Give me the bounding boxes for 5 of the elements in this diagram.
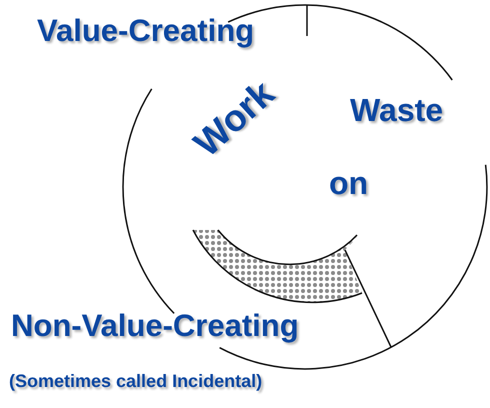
segment-label: on — [329, 167, 368, 199]
note-text: (Sometimes called Incidental) — [9, 372, 262, 390]
segment-label: Waste — [350, 94, 444, 126]
segment-label: Value-Creating — [37, 15, 254, 46]
segment-label: Non-Value-Creating — [11, 310, 299, 341]
